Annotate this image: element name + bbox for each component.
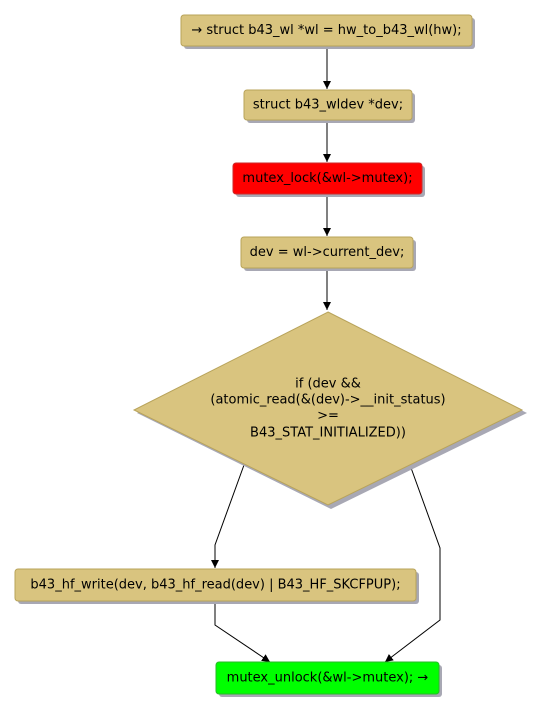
node-5-line-1: if (dev && (295, 377, 361, 392)
node-2-box (243, 89, 413, 121)
node-3-box (232, 162, 423, 195)
node-6-label: b43_hf_write(dev, b43_hf_read(dev) | B43… (30, 578, 400, 593)
node-1-box (180, 14, 473, 47)
node-2-label: struct b43_wldev *dev; (253, 98, 403, 113)
node-3-label: mutex_lock(&wl->mutex); (242, 171, 412, 186)
node-5-line-2: (atomic_read(&(dev)->__init_status) (210, 393, 445, 408)
node-7: mutex_unlock(&wl->mutex); → (215, 661, 440, 695)
node-5-diamond (132, 311, 524, 506)
node-5-line-4: B43_STAT_INITIALIZED)) (250, 426, 406, 441)
node-4-label: dev = wl->current_dev; (250, 245, 405, 260)
node-1-label: → struct b43_wl *wl = hw_to_b43_wl(hw); (191, 23, 461, 38)
node-7-box (215, 661, 440, 695)
node-6-box (14, 568, 417, 602)
node-3: mutex_lock(&wl->mutex); (232, 162, 423, 195)
edge-n6-n7 (214, 601, 271, 663)
node-2: struct b43_wldev *dev; (243, 89, 413, 121)
edge-n5-n6 (211, 464, 245, 568)
node-4-box (240, 236, 414, 269)
node-5-decision: if (dev && (atomic_read(&(dev)->__init_s… (132, 311, 524, 506)
edge-n5-n7 (384, 464, 441, 663)
node-7-label: mutex_unlock(&wl->mutex); → (227, 671, 429, 686)
node-5-line-3: >= (317, 409, 339, 424)
node-4: dev = wl->current_dev; (240, 236, 414, 269)
edges (211, 46, 441, 663)
node-6: b43_hf_write(dev, b43_hf_read(dev) | B43… (14, 568, 417, 602)
node-1: → struct b43_wl *wl = hw_to_b43_wl(hw); (180, 14, 473, 47)
